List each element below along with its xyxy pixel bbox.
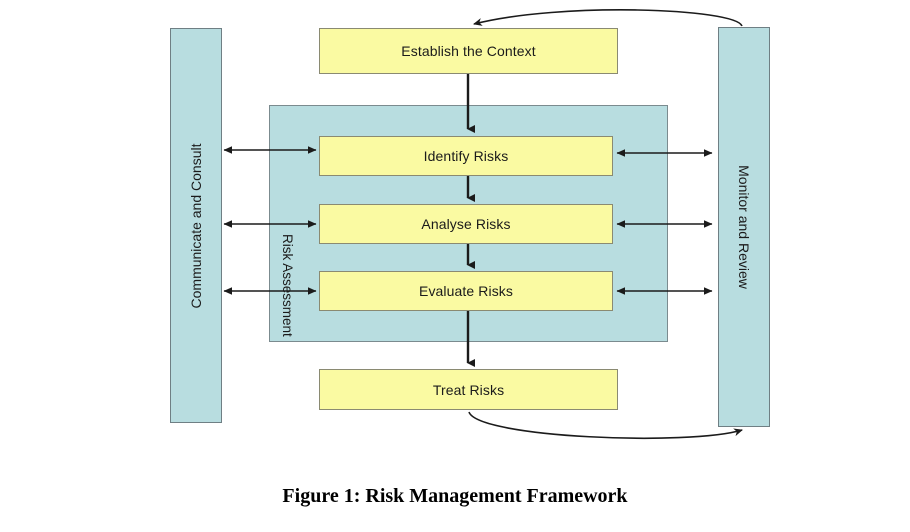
process-box-identify-risks-label: Identify Risks [423,148,509,164]
process-box-identify-risks: Identify Risks [319,136,613,176]
process-box-analyse-risks-label: Analyse Risks [421,216,511,232]
risk-assessment-label: Risk Assessment [280,234,295,337]
process-box-treat-risks: Treat Risks [319,369,618,410]
feedback-loop-bottom [468,411,743,440]
process-box-analyse-risks: Analyse Risks [319,204,613,244]
process-box-establish-the-context-label: Establish the Context [401,43,536,59]
sidebar-communicate-and-consult: Communicate and Consult [170,28,222,423]
process-box-evaluate-risks: Evaluate Risks [319,271,613,311]
sidebar-monitor-and-review: Monitor and Review [718,27,770,427]
process-box-establish-the-context: Establish the Context [319,28,618,74]
process-box-treat-risks-label: Treat Risks [432,381,505,398]
sidebar-communicate-and-consult-label: Communicate and Consult [188,143,204,308]
feedback-loop-top [473,9,743,27]
figure-caption: Figure 1: Risk Management Framework [282,485,628,507]
process-box-evaluate-risks-label: Evaluate Risks [419,283,513,299]
sidebar-monitor-and-review-label: Monitor and Review [736,165,752,289]
